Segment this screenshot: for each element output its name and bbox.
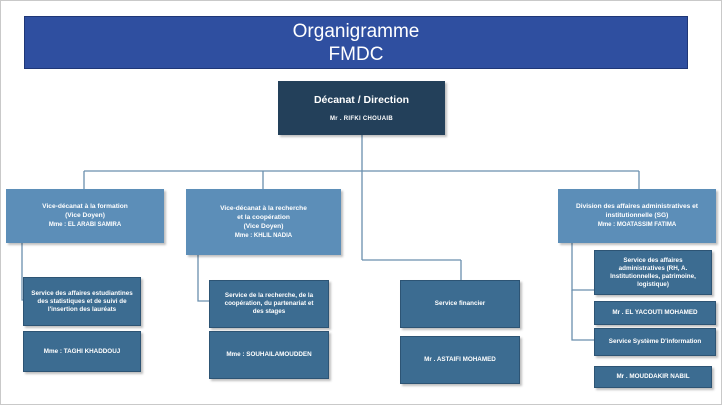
title-line-1: Organigramme: [292, 21, 420, 42]
connector-division-service2: [571, 290, 594, 341]
division-title-2: institutionnelle (SG): [605, 212, 669, 219]
division-box: Division des affaires administratives et…: [558, 189, 716, 243]
vice-recherche-person: Mme : KHLIL NADIA: [234, 232, 293, 239]
vice-formation-title-2: (Vice Doyen): [65, 212, 105, 219]
division-title-1: Division des affaires administratives et: [575, 203, 699, 210]
direction-title: Décanat / Direction: [313, 93, 410, 106]
financier-person-box: Mr . ASTAIFI MOHAMED: [400, 336, 520, 384]
vice-recherche-title-2: et la coopération: [237, 213, 290, 221]
vice-formation-box: Vice-décanat à la formation (Vice Doyen)…: [6, 189, 164, 243]
vice-formation-person: Mme : EL ARABI SAMIRA: [48, 222, 122, 228]
division-service1-box: Service des affaires administratives (RH…: [594, 250, 712, 295]
formation-service-person-box: Mme : TAGHI KHADDOUJ: [23, 331, 141, 372]
direction-person: Mr . RIFKI CHOUAIB: [329, 115, 394, 122]
direction-box: Décanat / Direction Mr . RIFKI CHOUAIB: [278, 81, 445, 135]
recherche-service-person: Mme : SOUHAILAMOUDDEN: [226, 351, 312, 358]
division-service2-title: Service Système D'information: [608, 338, 702, 345]
connector-division-service1: [571, 243, 594, 291]
formation-service-line-1: Service des affaires estudiantines: [31, 289, 133, 297]
division-service2-box: Service Système D'information: [594, 328, 716, 356]
financier-box: Service financier: [400, 280, 520, 328]
recherche-service-line-3: des stages: [252, 308, 286, 315]
title-line-2: FMDC: [328, 44, 384, 65]
recherche-service-box: Service de la recherche, de la coopérati…: [209, 280, 329, 328]
recherche-service-person-box: Mme : SOUHAILAMOUDDEN: [209, 331, 329, 379]
division-service1-line-1: Service des affaires: [623, 256, 683, 264]
division-service1-line-2: administratives (RH, A.: [618, 264, 688, 272]
vice-formation-title-1: Vice-décanat à la formation: [42, 203, 128, 210]
financier-person: Mr . ASTAIFI MOHAMED: [424, 356, 496, 363]
vice-recherche-title-1: Vice-décanat à la recherche: [220, 204, 307, 212]
connector-recherche-service: [197, 255, 209, 302]
recherche-service-line-2: coopération, du partenariat et: [224, 300, 314, 307]
division-person: Mme : MOATASSIM FATIMA: [597, 222, 677, 228]
division-service1-line-4: logistique): [637, 280, 669, 288]
formation-service-box: Service des affaires estudiantines des s…: [23, 277, 141, 326]
financier-title: Service financier: [434, 300, 486, 307]
formation-service-line-3: l'insertion des lauréats: [47, 305, 117, 313]
division-service2-person: Mr . MOUDDAKIR NABIL: [616, 373, 690, 380]
connector-formation-service: [21, 243, 23, 301]
vice-recherche-title-3: (Vice Doyen): [243, 222, 284, 230]
vice-recherche-box: Vice-décanat à la recherche et la coopér…: [186, 189, 341, 255]
division-service2-person-box: Mr . MOUDDAKIR NABIL: [594, 366, 712, 388]
formation-service-line-2: des statistiques et de suivi de: [37, 297, 127, 305]
division-service1-person: Mr . EL YACOUTI MOHAMED: [612, 309, 698, 316]
division-service1-person-box: Mr . EL YACOUTI MOHAMED: [594, 301, 716, 325]
formation-service-person: Mme : TAGHI KHADDOUJ: [43, 347, 121, 355]
title-banner: Organigramme FMDC: [24, 16, 688, 69]
recherche-service-line-1: Service de la recherche, de la: [224, 292, 314, 299]
division-service1-line-3: Institutionnelles, patrimoine,: [610, 272, 696, 280]
